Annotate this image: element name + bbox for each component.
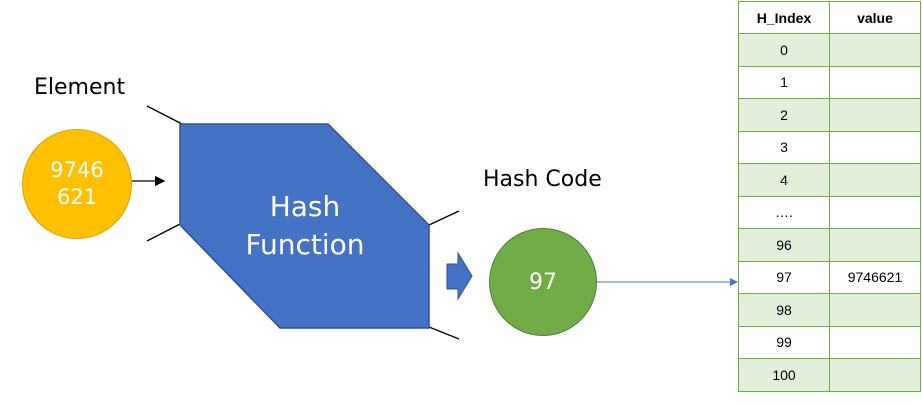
element-circle: 9746 621 <box>22 129 132 239</box>
row-value <box>829 130 921 164</box>
row-value <box>829 163 921 197</box>
row-value <box>829 358 921 392</box>
table-row: 96 <box>738 228 921 262</box>
output-line-bottom <box>428 326 460 340</box>
hash-code-value: 97 <box>529 269 557 295</box>
row-value <box>829 293 921 327</box>
table-row: …. <box>738 195 921 229</box>
table-row: 99 <box>738 325 921 359</box>
row-value <box>829 65 921 99</box>
output-block-arrow <box>446 251 473 301</box>
hash-function-shape <box>179 123 430 329</box>
row-value: 9746621 <box>829 260 921 294</box>
row-index: 3 <box>738 130 830 164</box>
table-row: 100 <box>738 358 921 392</box>
row-index: 96 <box>738 228 830 262</box>
row-index: 4 <box>738 163 830 197</box>
header-h-index: H_Index <box>738 1 830 34</box>
table-row: 2 <box>738 98 921 132</box>
row-value <box>829 33 921 67</box>
row-index: 0 <box>738 33 830 67</box>
row-index: 97 <box>738 260 830 294</box>
row-index: 99 <box>738 325 830 359</box>
table-row: 3 <box>738 130 921 164</box>
row-value <box>829 98 921 132</box>
header-value: value <box>829 1 921 34</box>
hash-code-circle: 97 <box>489 228 597 336</box>
funnel-line-top <box>146 105 183 125</box>
element-value-line1: 9746 <box>50 158 104 182</box>
row-value <box>829 228 921 262</box>
element-value-line2: 621 <box>56 185 98 209</box>
funnel-line-bottom <box>146 222 183 242</box>
output-line-top <box>428 210 460 226</box>
hash-function-label: Hash Function <box>225 188 385 264</box>
row-value <box>829 325 921 359</box>
row-index: 100 <box>738 358 830 392</box>
row-index: 1 <box>738 65 830 99</box>
hash-function-line2: Function <box>245 228 365 261</box>
row-index: …. <box>738 195 830 229</box>
table-header-row: H_Index value <box>738 1 921 34</box>
table-row: 98 <box>738 293 921 327</box>
table-row: 4 <box>738 163 921 197</box>
element-label: Element <box>34 75 126 100</box>
table-row: 0 <box>738 33 921 67</box>
hash-function-line1: Hash <box>269 190 341 223</box>
row-value <box>829 195 921 229</box>
row-index: 98 <box>738 293 830 327</box>
hash-code-label: Hash Code <box>483 167 602 192</box>
row-index: 2 <box>738 98 830 132</box>
table-row: 1 <box>738 65 921 99</box>
